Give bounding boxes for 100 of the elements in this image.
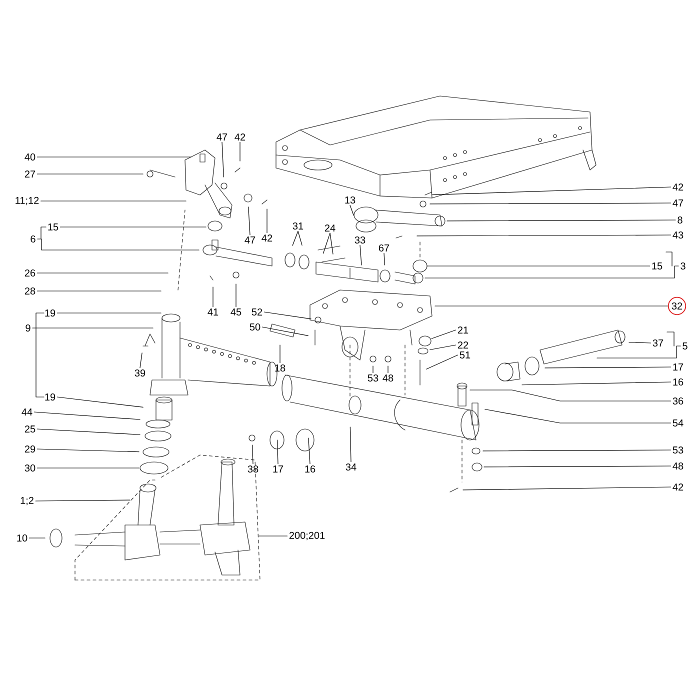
leader-line (35, 500, 130, 502)
callout-number: 16 (305, 465, 316, 473)
callout-number: 5 (682, 342, 688, 350)
callout-number: 11;12 (16, 196, 39, 206)
leader-line (424, 266, 679, 278)
callout-number: 15 (652, 262, 662, 270)
circled-callout-number: 32 (668, 296, 686, 316)
leader-line (430, 202, 672, 204)
callout-number: 41 (208, 308, 218, 316)
callout-number: 42 (262, 234, 272, 242)
leader-line (482, 450, 672, 452)
leader-line (266, 208, 268, 234)
callout-number: 26 (24, 269, 36, 277)
callout-number: 38 (248, 465, 258, 473)
leader-line (60, 226, 206, 228)
callout-number: 16 (673, 378, 684, 386)
leader-line (484, 408, 672, 424)
leader-line (56, 312, 162, 314)
callout-number: 18 (275, 364, 286, 372)
callout-number: 42 (672, 184, 684, 190)
callout-number: 31 (292, 222, 304, 230)
leader-line (140, 352, 142, 368)
callout-number: 47 (672, 200, 684, 206)
leader-line (384, 252, 385, 266)
callout-number: 51 (460, 352, 470, 358)
leader-line (322, 232, 330, 254)
callout-number: 47 (244, 236, 256, 244)
callout-number: 48 (672, 462, 684, 470)
callout-number: 47 (216, 134, 228, 140)
leader-line (628, 342, 652, 344)
callout-number: 54 (672, 420, 684, 426)
callout-number: 30 (24, 464, 36, 472)
callout-number: 13 (345, 196, 356, 204)
leader-line (34, 412, 140, 420)
leader-line (372, 366, 374, 374)
leader-line (462, 486, 672, 490)
callout-number: 50 (250, 323, 260, 331)
leader-line (432, 186, 672, 196)
callout-number: 25 (24, 425, 36, 433)
callout-number: 43 (672, 231, 684, 239)
leader-line (446, 220, 676, 222)
leader-line (36, 272, 168, 274)
callout-number: 53 (672, 446, 684, 454)
leader-line (298, 230, 302, 246)
callout-number: 53 (368, 374, 378, 382)
callout-number: 42 (672, 484, 684, 490)
callout-number: 52 (252, 308, 262, 316)
callout-number: 6 (30, 235, 36, 243)
leader-line (350, 426, 352, 462)
leader-line (431, 330, 456, 339)
callout-number: 67 (378, 244, 390, 252)
leader-line (37, 238, 200, 250)
callout-number: 24 (324, 224, 336, 232)
leader-line (276, 440, 278, 464)
callout-number: 48 (382, 374, 394, 382)
callout-number: 29 (24, 445, 36, 453)
leader-line (360, 244, 362, 266)
leader-line (308, 438, 310, 464)
callout-number: 17 (273, 466, 284, 472)
callout-number: 9 (26, 324, 30, 332)
leader-line (596, 346, 681, 358)
callout-number: 34 (346, 463, 356, 471)
callout-number: 33 (354, 236, 366, 244)
leader-line (544, 366, 672, 368)
leader-line (416, 234, 672, 236)
callout-number: 1;2 (20, 496, 34, 506)
leader-line (264, 312, 312, 320)
leader-line (426, 354, 458, 370)
callout-number: 19 (45, 309, 56, 317)
callout-number: 3 (680, 262, 686, 270)
leader-line (350, 204, 354, 216)
leader-line (292, 230, 298, 246)
leader-line (222, 142, 224, 178)
callout-number: 10 (17, 534, 28, 542)
leader-line (36, 156, 192, 158)
leader-line (484, 466, 672, 468)
callout-number: 44 (22, 408, 32, 416)
leader-line (522, 382, 672, 386)
leader-line (40, 200, 186, 202)
callout-number: 8 (678, 216, 682, 224)
leader-line (470, 390, 672, 402)
callout-number: 21 (458, 326, 468, 334)
callout-number: 27 (24, 170, 36, 178)
callout-number: 28 (24, 287, 36, 295)
callout-number: 36 (672, 397, 684, 405)
leader-line (262, 326, 308, 336)
leader-line (36, 428, 140, 435)
callout-number: 15 (48, 224, 58, 230)
callout-number: 40 (24, 153, 36, 161)
callout-number: 19 (45, 393, 56, 401)
callout-number: 200;201 (289, 532, 325, 540)
leader-line (56, 396, 144, 408)
callout-number: 42 (234, 134, 246, 140)
leader-line (248, 206, 250, 236)
leader-line (330, 232, 334, 254)
callout-number: 39 (134, 369, 146, 377)
callout-number: 37 (652, 339, 664, 347)
leader-line (430, 344, 456, 350)
callout-number: 45 (230, 308, 242, 316)
leader-line (36, 448, 140, 452)
